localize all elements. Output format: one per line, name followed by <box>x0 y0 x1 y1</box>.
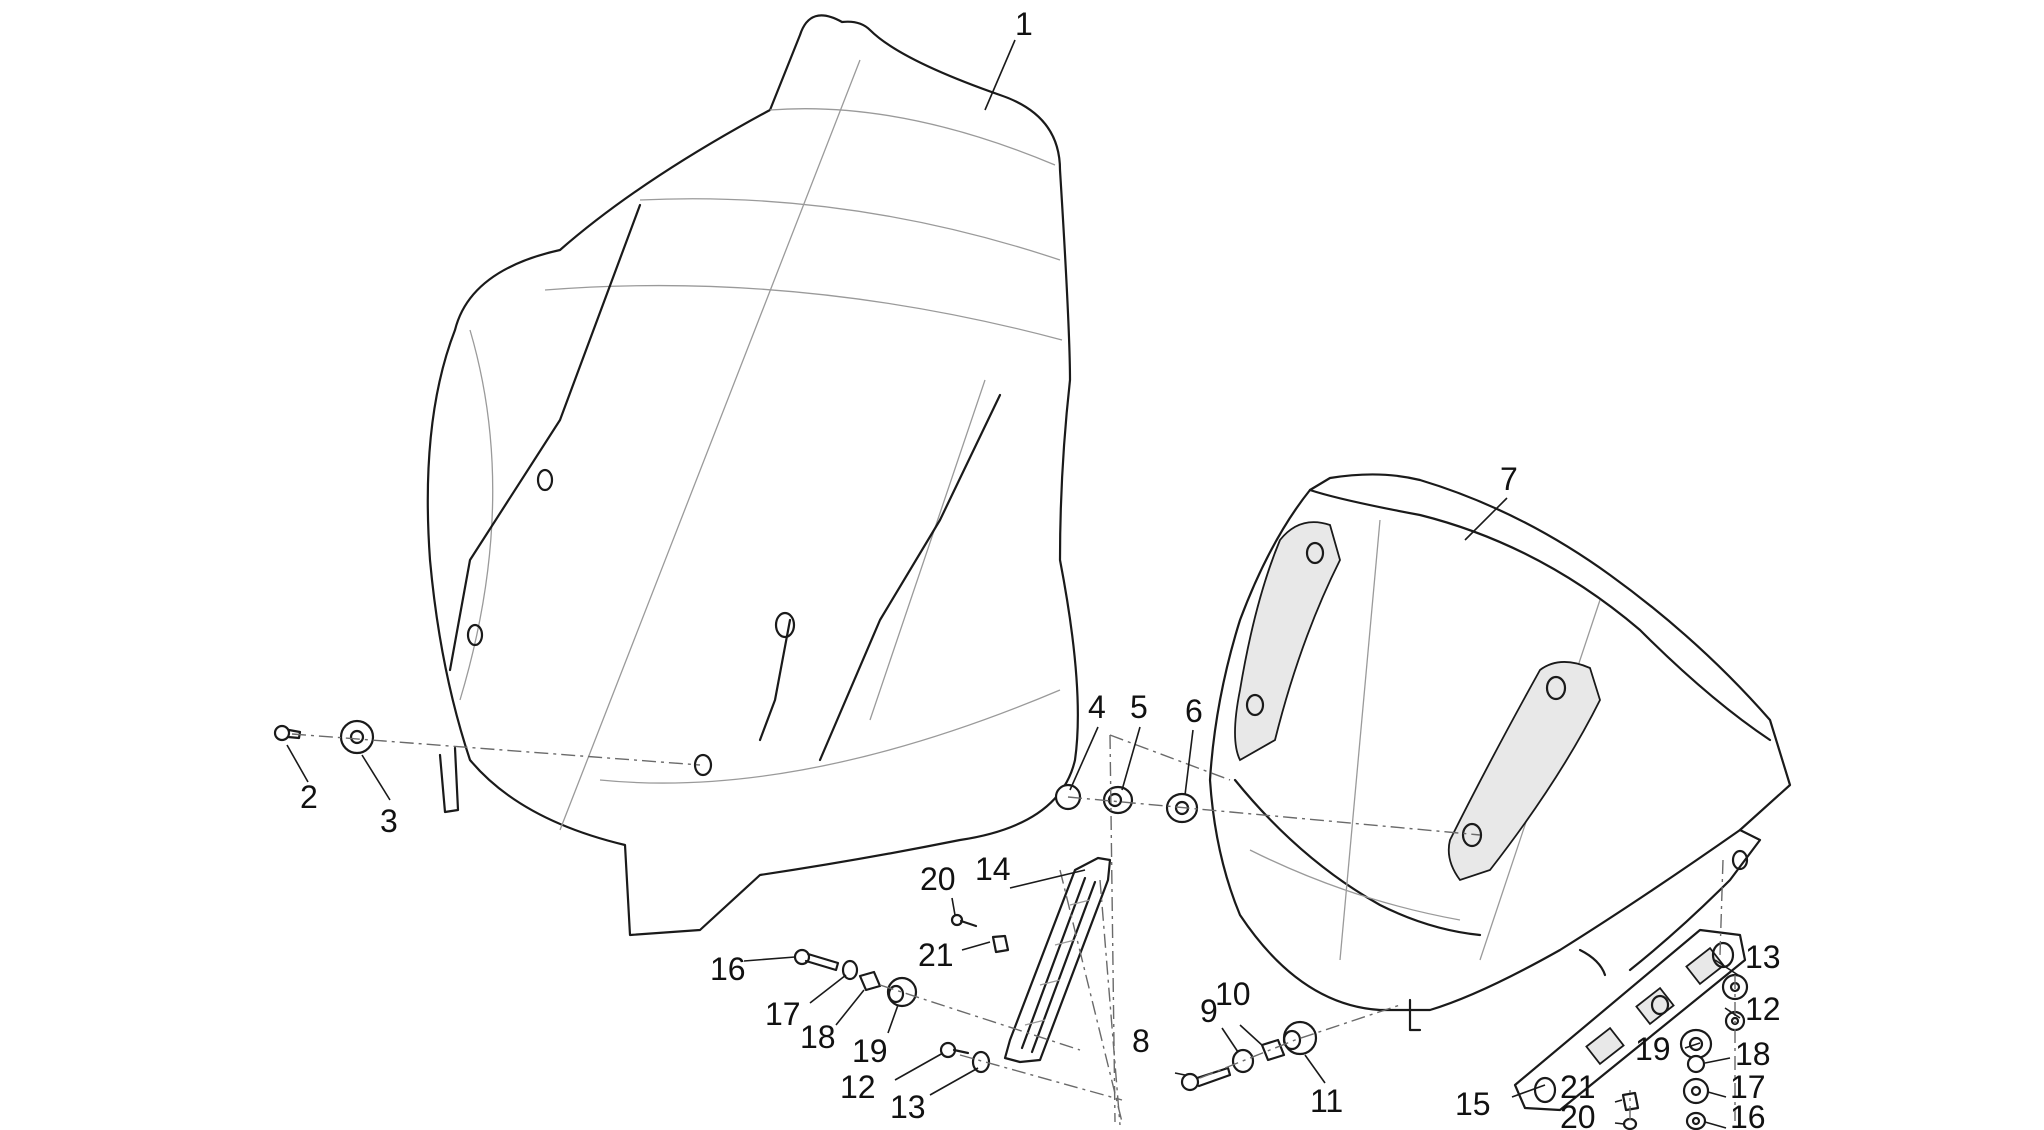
washer-part-13-left <box>971 1050 991 1074</box>
callout-21-left: 21 <box>918 937 954 973</box>
callout-18-left: 18 <box>800 1019 836 1055</box>
callout-11: 11 <box>1310 1083 1343 1119</box>
fairing-bracket-part-7 <box>1208 473 1792 1032</box>
lower-plate-part-15 <box>1513 928 1747 1112</box>
screw-part-16-left <box>793 948 840 972</box>
screw-part-16-right <box>1685 1111 1707 1130</box>
callout-18-right: 18 <box>1735 1036 1771 1072</box>
callout-4: 4 <box>1088 689 1106 725</box>
callout-6: 6 <box>1185 693 1203 729</box>
screw-part-20-left <box>950 913 978 928</box>
callout-16-left: 16 <box>710 951 746 987</box>
callout-12-left: 12 <box>840 1069 876 1105</box>
screw-part-20-right <box>1622 1117 1638 1130</box>
washer-part-17-right <box>1682 1077 1710 1105</box>
clip-part-21-left <box>991 934 1010 954</box>
callout-8: 8 <box>1132 1023 1150 1059</box>
callout-21-right: 21 <box>1560 1069 1596 1105</box>
grommet-part-11 <box>1282 1020 1318 1056</box>
washer-part-17-left <box>841 959 859 981</box>
callout-2: 2 <box>300 779 318 815</box>
callout-10: 10 <box>1215 976 1251 1012</box>
spacer-part-10 <box>1260 1038 1286 1062</box>
callout-12-right: 12 <box>1745 991 1781 1027</box>
spacer-part-18-left <box>858 970 882 992</box>
callout-16-right: 16 <box>1730 1099 1766 1130</box>
bracket-bar-part-14 <box>1003 856 1112 1064</box>
screw-part-8 <box>1180 1066 1232 1092</box>
callout-20-left: 20 <box>920 861 956 897</box>
clip-part-21-right <box>1621 1091 1640 1112</box>
callout-5: 5 <box>1130 689 1148 725</box>
callout-20-right: 20 <box>1560 1099 1596 1130</box>
assembly-centre-lines <box>291 733 1736 1126</box>
grommet-part-3 <box>339 719 375 755</box>
callout-7: 7 <box>1500 461 1518 497</box>
callout-15: 15 <box>1455 1086 1491 1122</box>
callout-19-left: 19 <box>852 1033 888 1069</box>
callout-labels: 1 2 3 4 5 6 7 8 9 10 11 12 13 14 15 16 1… <box>300 6 1781 1130</box>
screw-part-2 <box>273 724 302 742</box>
nut-part-5 <box>1102 785 1134 815</box>
callout-13-left: 13 <box>890 1089 926 1125</box>
callout-17-left: 17 <box>765 996 801 1032</box>
callout-13-right: 13 <box>1745 939 1781 975</box>
spacer-part-18-right <box>1686 1054 1706 1074</box>
leader-lines <box>286 39 1741 1129</box>
grommet-part-19-left <box>886 976 918 1008</box>
callout-19-right: 19 <box>1635 1031 1671 1067</box>
callout-17-right: 17 <box>1730 1069 1766 1105</box>
callout-3: 3 <box>380 803 398 839</box>
callout-14: 14 <box>975 851 1011 887</box>
callout-9: 9 <box>1200 993 1218 1029</box>
callout-1: 1 <box>1015 6 1033 42</box>
windscreen-part-1 <box>426 14 1079 937</box>
screw-part-12-left <box>939 1041 970 1059</box>
